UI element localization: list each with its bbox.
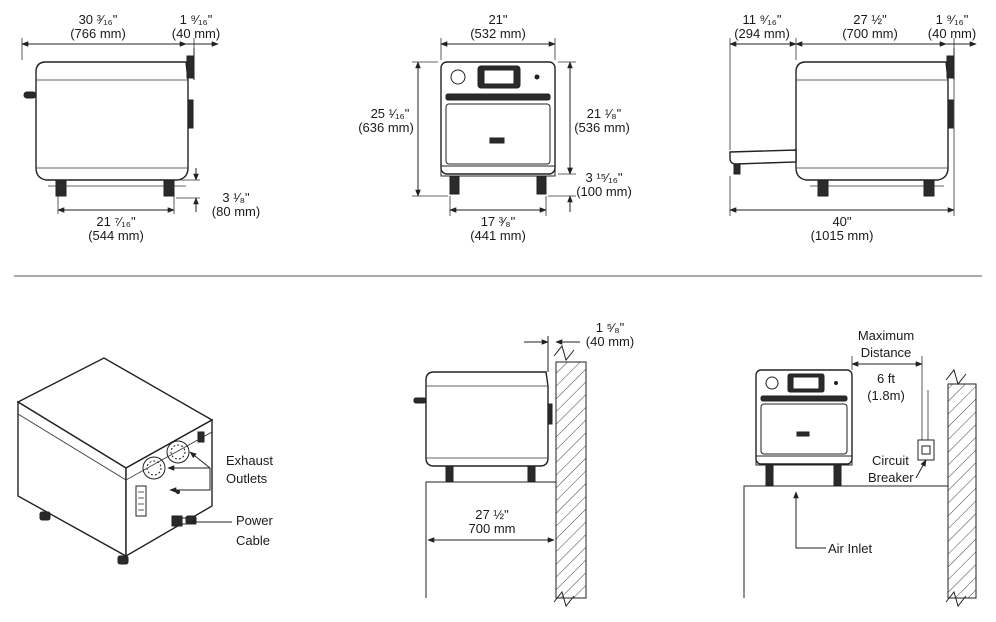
wall-clearance-mm: (40 mm) [586,334,634,349]
front-oven-body [440,61,556,175]
wall-counter [425,481,556,598]
wall-oven-body [425,371,549,467]
side-depth-mm: (766 mm) [70,26,126,41]
open-handle-dim-mm: (40 mm) [928,26,976,41]
front-width: 21" [488,12,507,27]
front-door [445,103,551,165]
exhaust-label-line1: Exhaust [226,453,273,468]
install-oven-body [755,369,853,465]
side-depth: 30 ³⁄₁₆" [79,12,118,27]
side-foot-height-mm: (80 mm) [212,204,260,219]
open-handle-dim: 1 ⁹⁄₁₆" [936,12,969,27]
open-oven-body [795,61,949,181]
wall-clearance-view: 1 ⁵⁄₈" (40 mm) 27 ½" 700 mm [413,320,634,608]
side-oven-body [35,61,189,181]
open-door-handle [733,163,741,175]
side-foot-height: 3 ¹⁄₈" [222,190,250,205]
wall-hatch [555,361,587,599]
front-logo [489,137,505,144]
wall-clearance: 1 ⁵⁄₈" [596,320,625,335]
front-feet-height-mm: (100 mm) [576,184,632,199]
max-distance-value: 6 ft [877,371,895,386]
open-door-dim: 11 ⁹⁄₁₆" [742,12,781,27]
side-foot-rear [163,179,175,197]
side-handle [186,55,195,79]
wall-counter-depth: 27 ½" [475,507,509,522]
max-distance-value-m: (1.8m) [867,388,905,403]
max-distance-line2: Distance [861,345,912,360]
front-width-mm: (532 mm) [470,26,526,41]
rear-isometric-view: Exhaust Outlets Power Cable [16,357,274,565]
open-rear-vent [947,99,954,129]
front-body-height-mm: (536 mm) [574,120,630,135]
install-wall-hatch [947,383,977,599]
front-feet-width: 17 ³⁄₈" [481,214,516,229]
circuit-breaker-line1: Circuit [872,453,909,468]
install-view: Maximum Distance 6 ft (1.8m) Circuit Bre… [743,328,977,608]
power-label-line1: Power [236,513,274,528]
open-handle [946,55,955,79]
exhaust-label-line2: Outlets [226,471,268,486]
side-handle-dim: 1 ⁹⁄₁₆" [180,12,213,27]
front-feet-height: 3 ¹⁵⁄₁₆" [586,170,623,185]
open-foot-rear [923,179,935,197]
vent-grille-icon [135,485,147,517]
side-feet-span: 21 ⁷⁄₁₆" [96,214,136,229]
open-door [729,149,797,165]
side-foot-front [55,179,67,197]
open-foot-front [817,179,829,197]
circuit-breaker-line2: Breaker [868,470,914,485]
side-rear-vent [187,99,194,129]
open-body-dim: 27 ½" [853,12,887,27]
side-handle-dim-mm: (40 mm) [172,26,220,41]
front-knob [450,69,466,85]
max-distance-line1: Maximum [858,328,914,343]
side-view: 30 ³⁄₁₆" (766 mm) 1 ⁹⁄₁₆" (40 mm) 21 ⁷⁄₁… [21,12,260,243]
side-feet-span-mm: (544 mm) [88,228,144,243]
fan-icon [142,440,190,480]
wall-counter-depth-mm: 700 mm [469,521,516,536]
open-total-dim-mm: (1015 mm) [811,228,874,243]
front-view: 21" (532 mm) 25 ¹⁄₁₆" (636 mm) 21 ¹⁄₈" (… [358,12,632,243]
air-inlet-label: Air Inlet [828,541,872,556]
front-door-handle [445,93,551,101]
front-height: 25 ¹⁄₁₆" [371,106,410,121]
open-door-view: 11 ⁹⁄₁₆" (294 mm) 27 ½" (700 mm) 1 ⁹⁄₁₆"… [729,12,977,243]
power-label-line2: Cable [236,533,270,548]
side-knob [23,91,37,99]
open-total-dim: 40" [832,214,851,229]
install-counter [743,485,948,598]
open-body-dim-mm: (700 mm) [842,26,898,41]
front-height-mm: (636 mm) [358,120,414,135]
front-foot-right [536,175,547,195]
open-door-dim-mm: (294 mm) [734,26,790,41]
front-foot-left [449,175,460,195]
front-feet-width-mm: (441 mm) [470,228,526,243]
front-power-button [534,74,540,80]
front-body-height: 21 ¹⁄₈" [587,106,622,121]
